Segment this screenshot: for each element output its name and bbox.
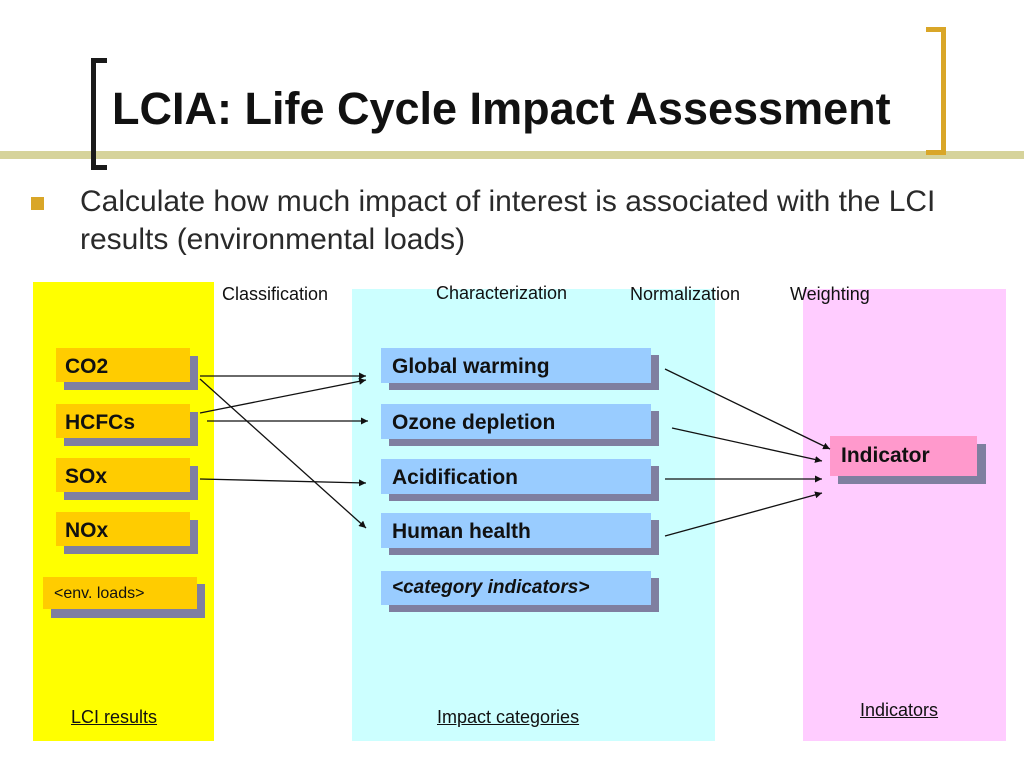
bullet-square-icon	[31, 197, 44, 210]
category-box-acidification: Acidification	[381, 459, 651, 494]
arrow-hcfcs-global-warming	[199, 377, 367, 414]
step-characterization: Characterization	[436, 283, 568, 303]
slide-title: LCIA: Life Cycle Impact Assessment	[112, 83, 891, 134]
category-box-human-health: Human health	[381, 513, 651, 548]
arrow-human-health-indicator	[664, 491, 823, 537]
step-classification: Classification	[222, 284, 329, 304]
title-bracket-right	[926, 27, 946, 155]
step-weighting: Weighting	[790, 284, 870, 304]
arrow-co2-human-health	[199, 378, 367, 529]
title-band	[0, 151, 1024, 159]
load-box-sox: SOx	[56, 458, 190, 492]
footer-indicators: Indicators	[860, 700, 939, 720]
arrow-sox-acidification	[199, 478, 367, 487]
arrow-ozone-depletion-indicator	[671, 427, 823, 463]
load-box-nox: NOx	[56, 512, 190, 546]
category-indicators-box: <category indicators>	[381, 571, 651, 605]
footer-lci-results: LCI results	[71, 707, 158, 727]
load-box-co2: CO2	[56, 348, 190, 382]
load-box-hcfcs: HCFCs	[56, 404, 190, 438]
footer-impact-categories: Impact categories	[437, 707, 580, 727]
title-bracket-left	[91, 58, 107, 170]
arrow-global-warming-indicator	[664, 368, 831, 450]
env-loads-box: <env. loads>	[43, 577, 197, 609]
step-normalization: Normalization	[630, 284, 741, 304]
category-box-global-warming: Global warming	[381, 348, 651, 383]
category-box-ozone-depletion: Ozone depletion	[381, 404, 651, 439]
indicator-box: Indicator	[830, 436, 977, 476]
indicators-panel	[803, 289, 1006, 741]
bullet-text: Calculate how much impact of interest is…	[80, 185, 936, 256]
